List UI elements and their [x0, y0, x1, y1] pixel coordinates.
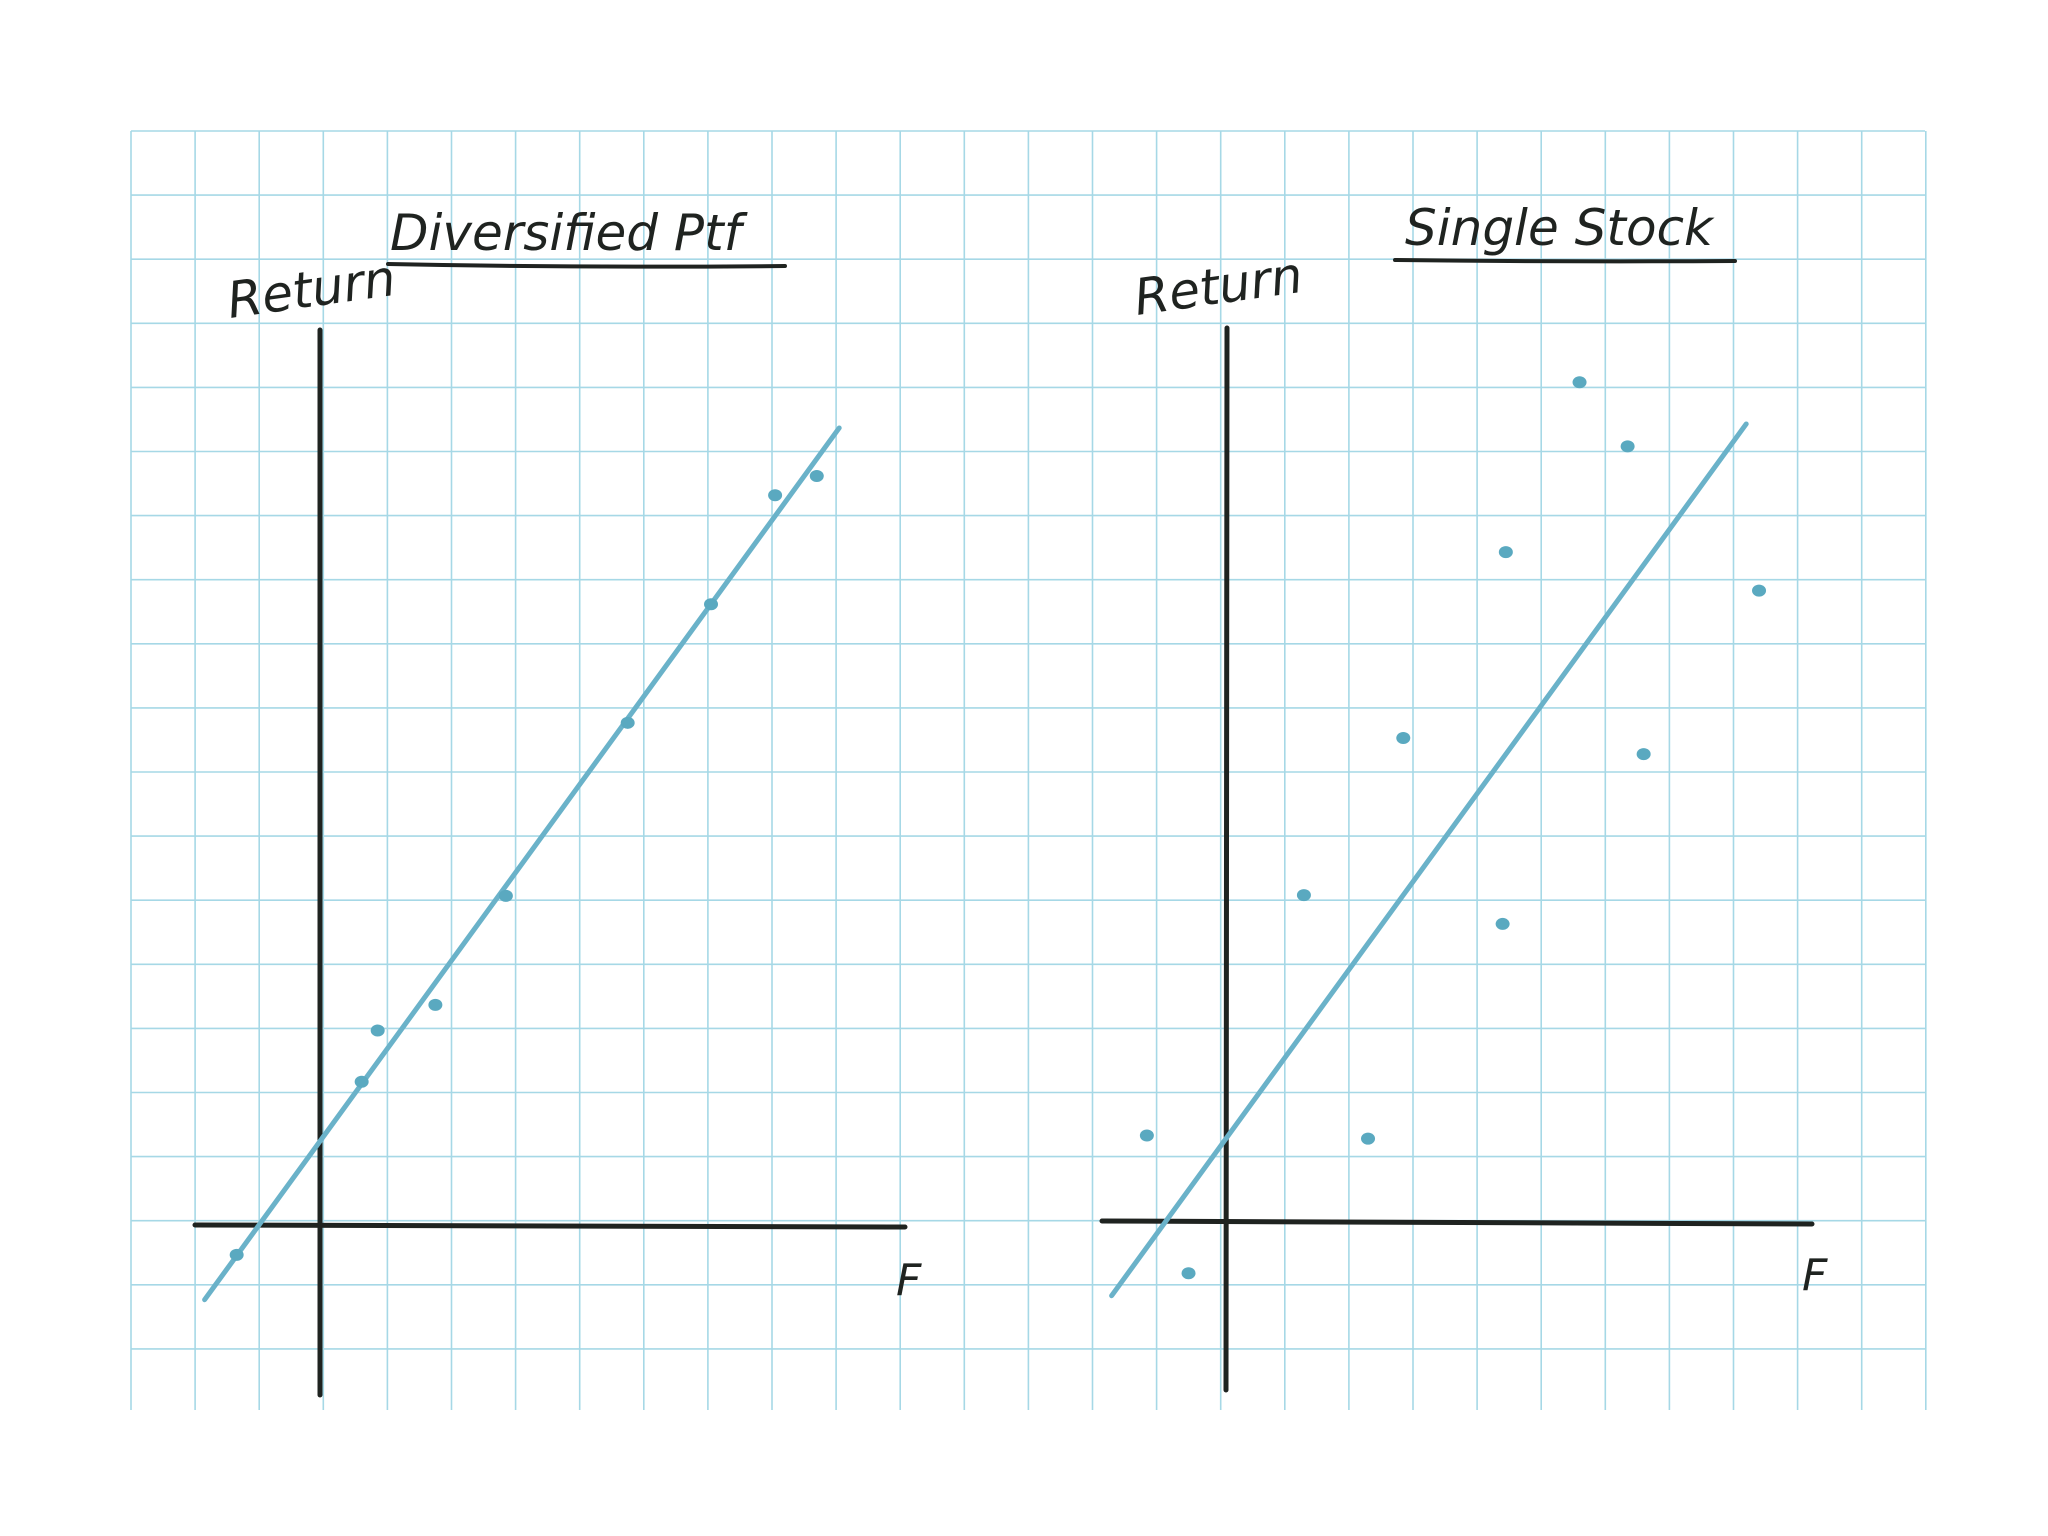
x-axis-label: F: [896, 1255, 922, 1306]
data-marks: [202, 425, 842, 1303]
chart-title: Diversified Ptf: [390, 204, 748, 262]
x-axis-label: F: [1802, 1250, 1828, 1301]
data-point: [704, 598, 719, 611]
x-axis: [192, 1222, 908, 1230]
data-point: [1181, 1267, 1196, 1280]
x-axis: [1099, 1218, 1815, 1227]
data-point: [1361, 1132, 1376, 1145]
data-point: [1139, 1129, 1154, 1142]
data-point: [1498, 546, 1513, 559]
data-point: [229, 1248, 244, 1261]
data-point: [1495, 917, 1510, 930]
diversified-portfolio-panel: Diversified Ptf Return F: [192, 204, 922, 1398]
chart-title: Single Stock: [1405, 199, 1715, 257]
data-point: [768, 489, 783, 502]
data-point: [1620, 440, 1635, 453]
data-point: [809, 470, 824, 483]
data-point: [1572, 376, 1587, 389]
data-point: [354, 1075, 369, 1088]
data-marks: [1109, 376, 1767, 1299]
title-underline: [1393, 258, 1737, 264]
data-point: [428, 998, 443, 1011]
data-point: [1752, 584, 1767, 597]
data-point: [1296, 889, 1311, 902]
y-axis: [1223, 325, 1230, 1393]
y-axis-label: Return: [224, 249, 399, 330]
data-point: [1636, 748, 1651, 761]
regression-line: [202, 425, 842, 1303]
single-stock-panel: Single Stock Return F: [1099, 199, 1828, 1393]
data-point: [1396, 732, 1411, 745]
graph-paper-grid: [130, 130, 1927, 1410]
data-point: [620, 716, 635, 729]
data-point: [498, 889, 513, 902]
title-underline: [386, 262, 787, 269]
data-point: [370, 1024, 385, 1037]
regression-line: [1109, 421, 1749, 1299]
